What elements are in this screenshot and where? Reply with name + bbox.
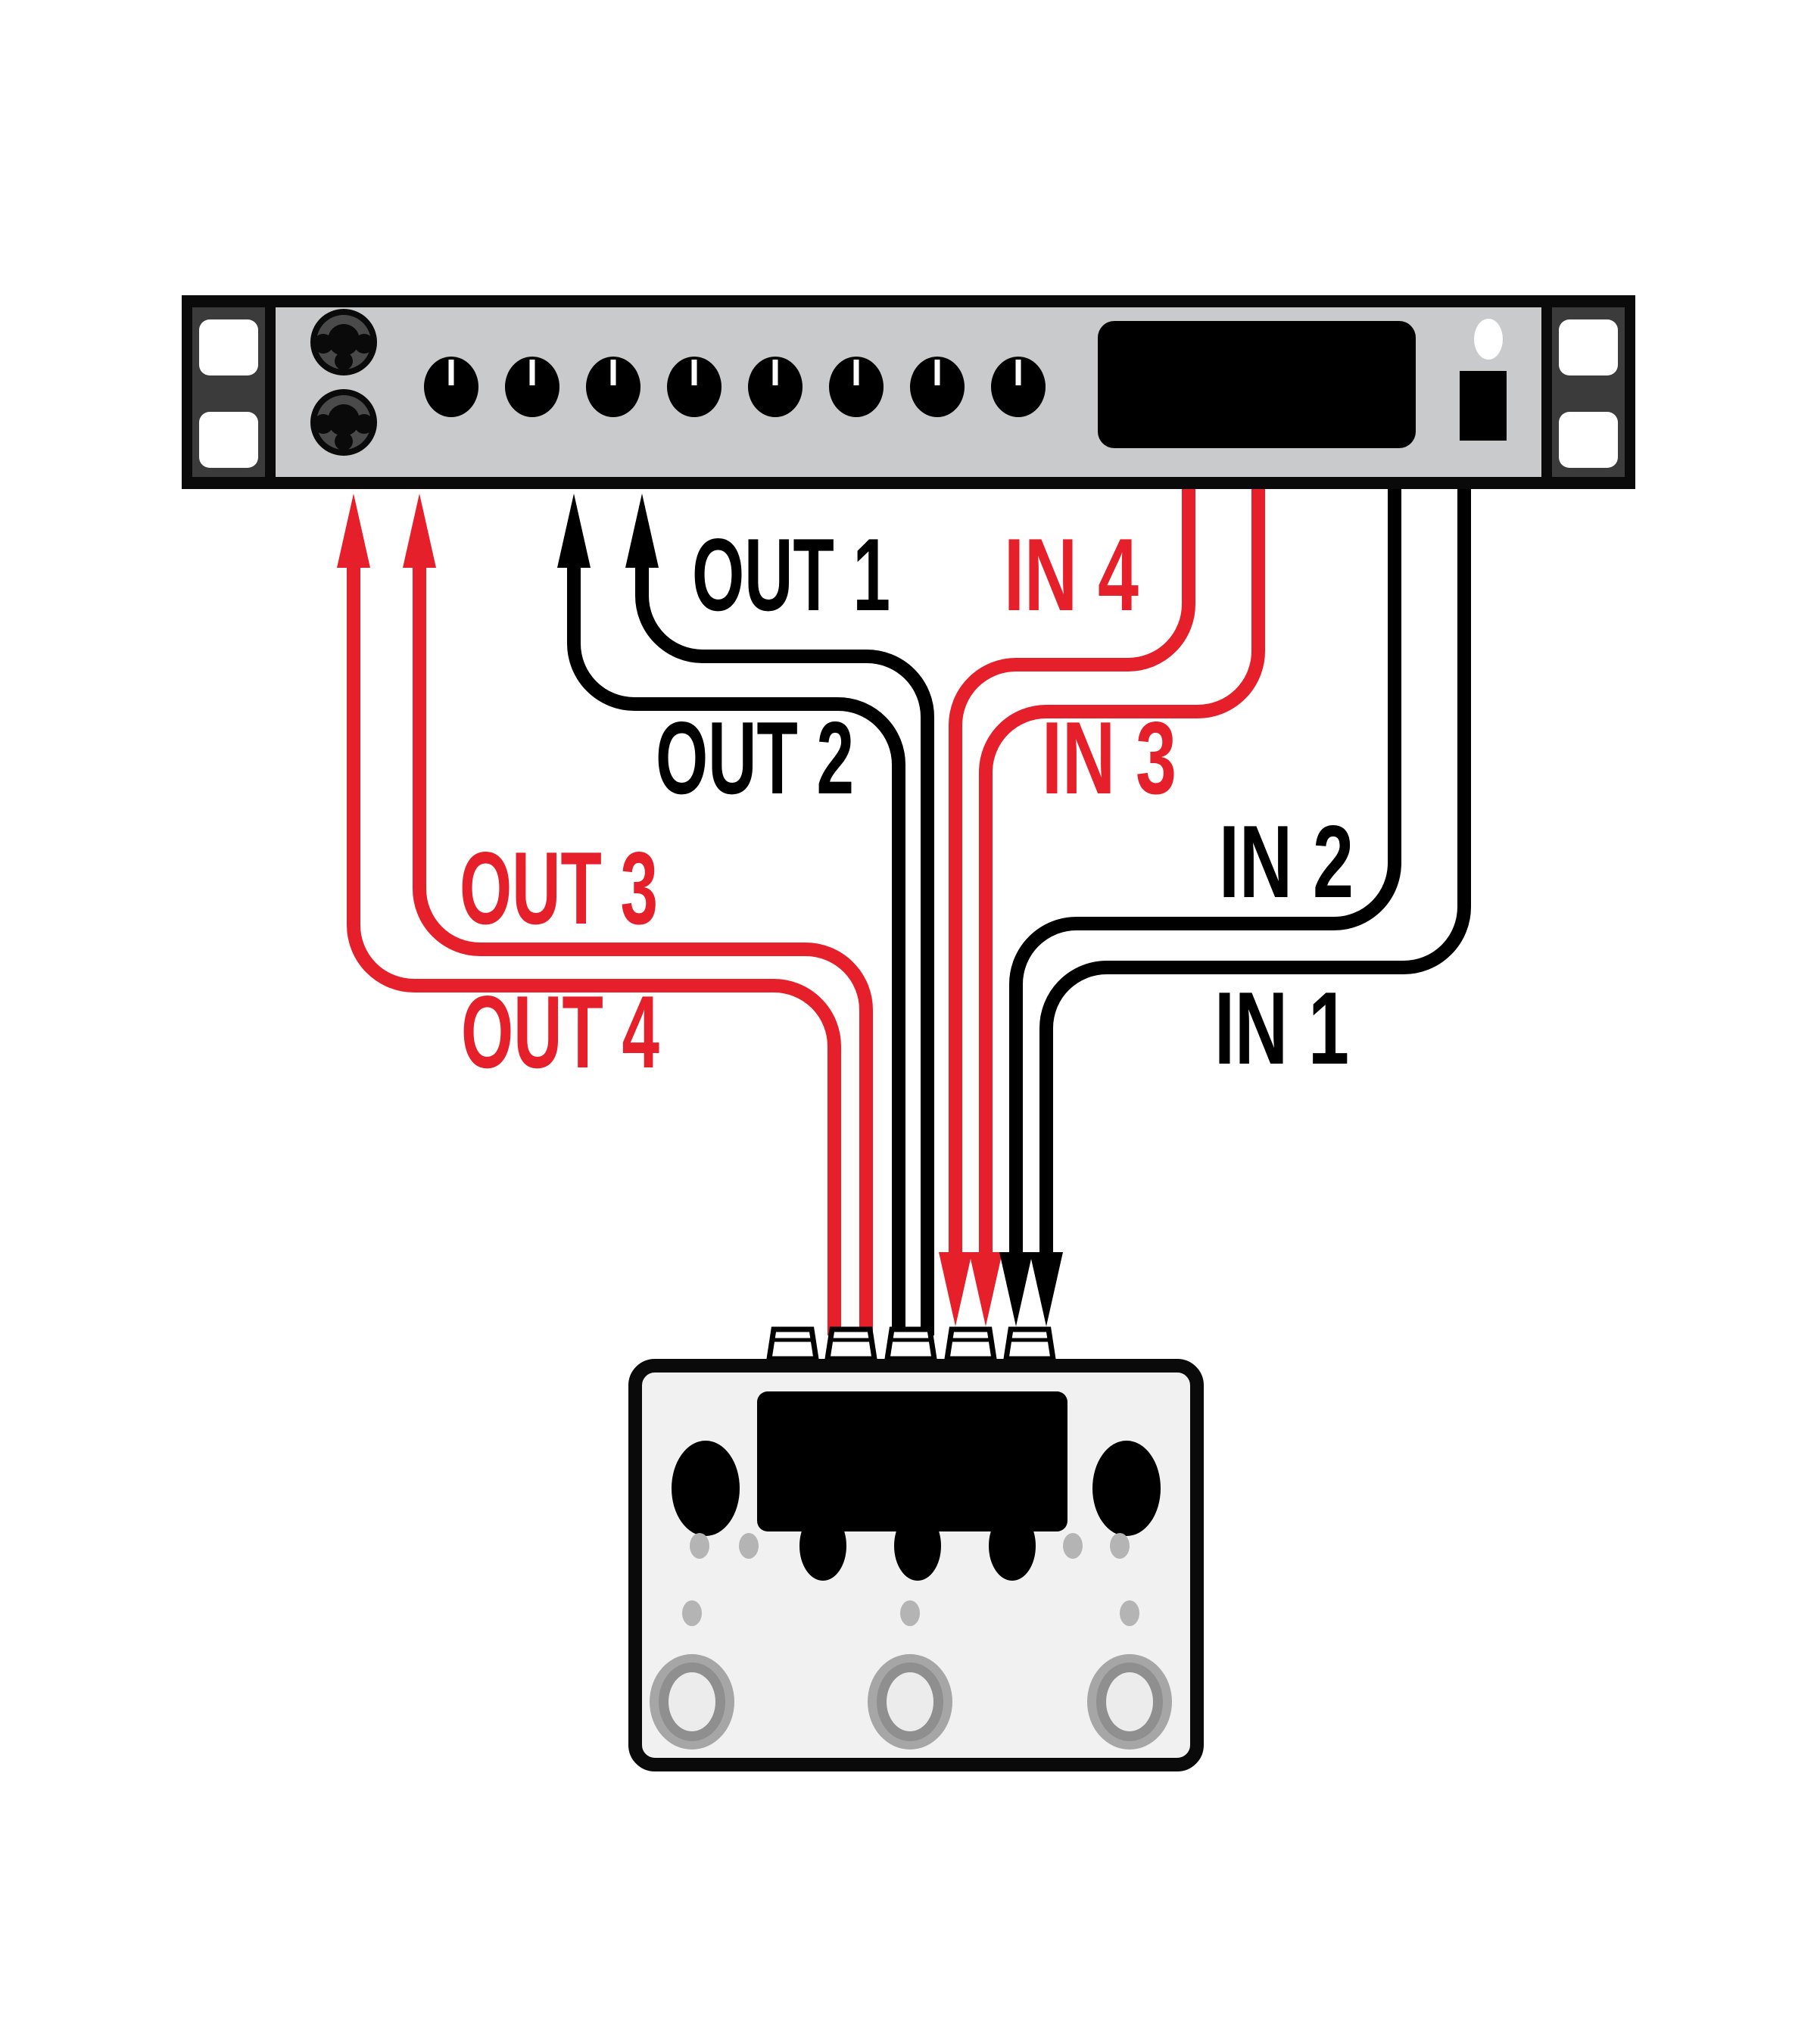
pedal-knob-small [894, 1511, 941, 1581]
pedal-indicator-dot [690, 1533, 709, 1559]
footswitch-led [1120, 1600, 1139, 1626]
rack-knob [505, 357, 559, 417]
rack-display [1098, 321, 1416, 448]
cable-in-3 [979, 489, 1265, 1258]
cable-in-2 [1009, 489, 1401, 1258]
pedal-display [757, 1391, 1067, 1531]
rack-knob [586, 357, 640, 417]
cable-out-4 [347, 560, 841, 1335]
pedal-jack [947, 1329, 994, 1359]
power-led [1474, 319, 1503, 360]
pedal-knob-large [1092, 1441, 1161, 1536]
rack-knob [748, 357, 803, 417]
power-switch [1460, 371, 1507, 441]
rack-screw-hole [1559, 319, 1618, 375]
pedal-jack [769, 1329, 816, 1359]
xlr-combo-jack [310, 389, 377, 456]
pedal-unit [628, 1329, 1204, 1771]
pedal-knob-small [989, 1511, 1036, 1581]
pedal-indicator-dot [739, 1533, 759, 1559]
rack-knob [424, 357, 478, 417]
cable-out-1 [635, 560, 934, 1335]
cable-out-2-arrowhead [557, 494, 591, 568]
xlr-combo-jack [310, 309, 377, 375]
rack-knob [991, 357, 1046, 417]
label-in-1: IN 1 [1214, 971, 1349, 1086]
rack-unit [182, 295, 1635, 489]
cable-out-2 [567, 560, 905, 1335]
cable-in-4 [949, 489, 1195, 1258]
label-out-2: OUT 2 [656, 700, 854, 815]
pedal-jack [887, 1329, 934, 1359]
label-in-4: IN 4 [1004, 517, 1139, 632]
label-out-4: OUT 4 [461, 974, 659, 1089]
cable-out-3 [413, 560, 873, 1335]
cable-in-3-arrowhead [969, 1252, 1002, 1326]
rack-knob [910, 357, 965, 417]
pedal-indicator-dot [1110, 1533, 1130, 1559]
pedal-jack [827, 1329, 874, 1359]
footswitch-led [682, 1600, 702, 1626]
cable-in-1 [1039, 489, 1471, 1258]
pedal-indicator-dot [1063, 1533, 1083, 1559]
cable-in-2-arrowhead [999, 1252, 1033, 1326]
footswitch [1087, 1654, 1172, 1750]
pedal-knob-large [672, 1441, 740, 1536]
footswitch [868, 1654, 952, 1750]
cable-out-3-arrowhead [403, 494, 436, 568]
cable-in-4-arrowhead [939, 1252, 972, 1326]
arrowheads-into-rack [337, 494, 659, 568]
footswitch-led [900, 1600, 920, 1626]
arrowheads-into-pedal [939, 1252, 1063, 1326]
rack-knob [667, 357, 722, 417]
rack-screw-hole [199, 319, 258, 375]
pedal-jack [1006, 1329, 1053, 1359]
label-in-3: IN 3 [1042, 700, 1177, 815]
cable-in-1-arrowhead [1030, 1252, 1063, 1326]
rack-screw-hole [199, 412, 258, 468]
rack-knob [829, 357, 884, 417]
cables [347, 489, 1471, 1335]
label-in-2: IN 2 [1219, 804, 1354, 919]
cable-labels: OUT 1 IN 4 OUT 2 IN 3 OUT 3 IN 2 OUT 4 I… [460, 517, 1354, 1089]
cable-out-1-arrowhead [625, 494, 659, 568]
cable-out-4-arrowhead [337, 494, 370, 568]
pedal-knob-small [799, 1511, 846, 1581]
footswitch [650, 1654, 734, 1750]
label-out-1: OUT 1 [692, 517, 890, 632]
label-out-3: OUT 3 [460, 830, 658, 946]
rack-screw-hole [1559, 412, 1618, 468]
